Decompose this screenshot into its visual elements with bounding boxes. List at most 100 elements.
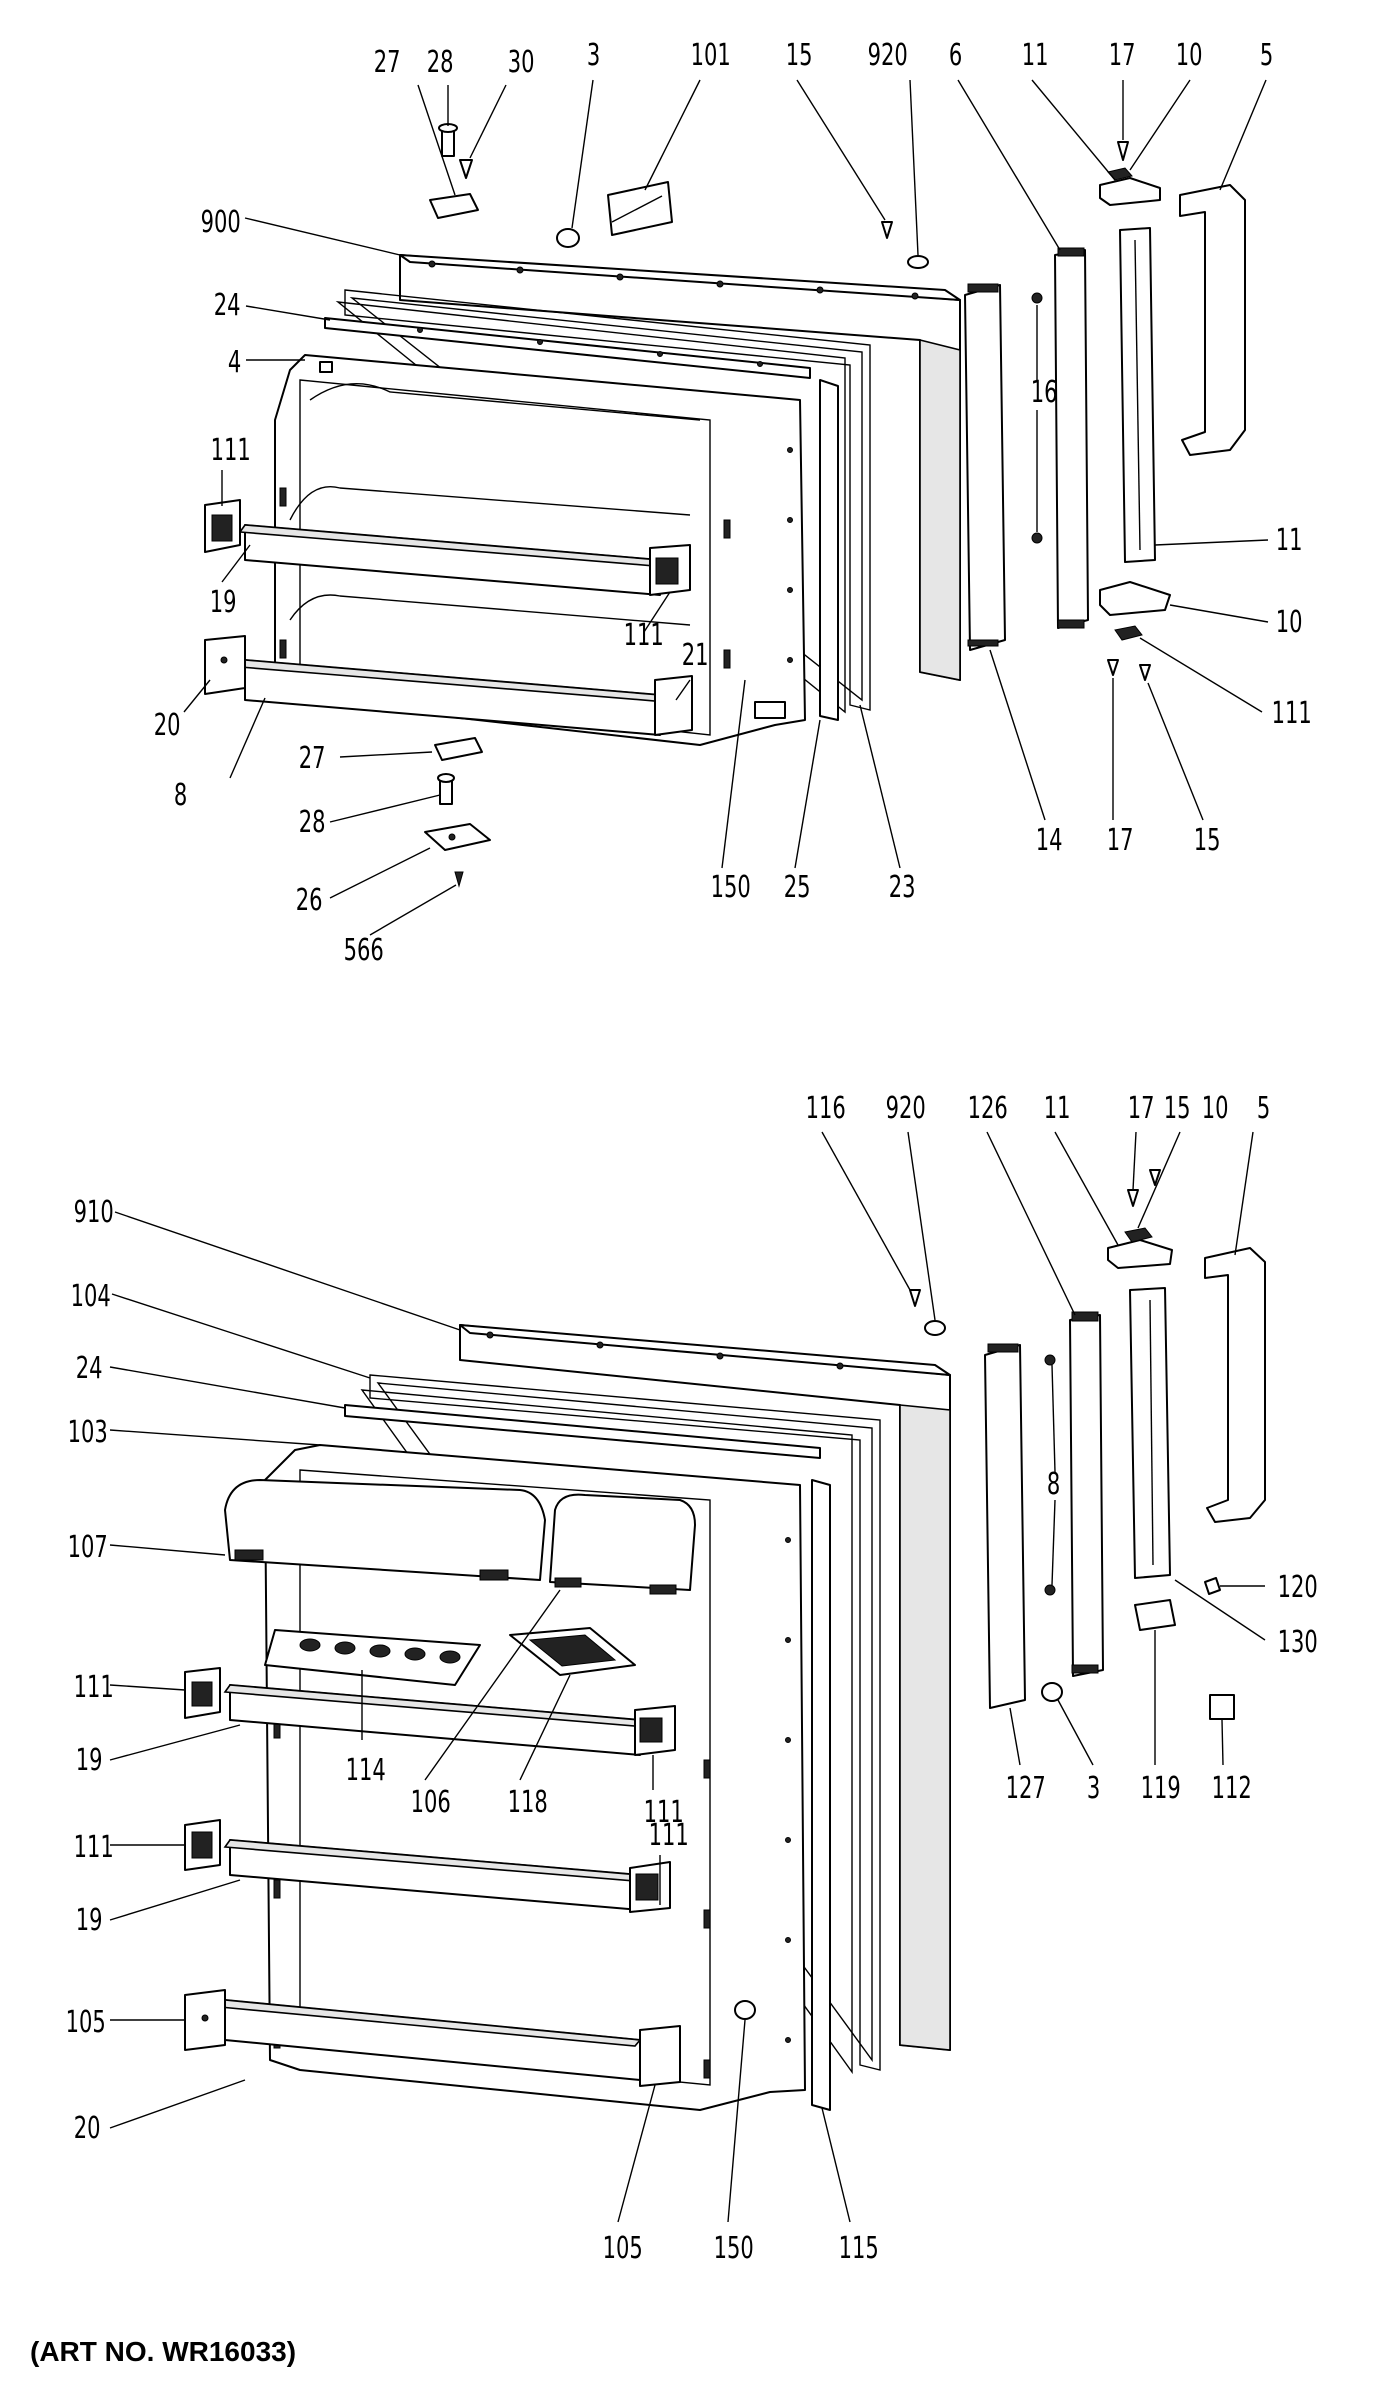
callout-label: 28 xyxy=(299,805,326,840)
freezer-callout-labels: 27 28 30 3 101 15 920 6 11 17 10 5 900 2… xyxy=(154,38,1312,968)
badge-101 xyxy=(607,181,673,236)
hinge-bracket-6 xyxy=(1054,247,1089,629)
callout-label: 8 xyxy=(174,778,187,813)
shelf-end-111-b xyxy=(634,1705,676,1756)
callout-label: 150 xyxy=(711,870,751,905)
hinge-cap-11-bottom xyxy=(1099,581,1171,616)
callout-label: 20 xyxy=(154,708,181,743)
screw-28-top xyxy=(438,123,458,157)
screw-15-top xyxy=(881,221,893,239)
callout-label: 127 xyxy=(1006,1771,1046,1806)
trim-127 xyxy=(984,1343,1026,1709)
clip-112 xyxy=(1209,1694,1235,1720)
callout-label: 15 xyxy=(1194,823,1221,858)
screws-8-lower xyxy=(1044,1354,1056,1596)
callout-label: 150 xyxy=(714,2231,754,2266)
callout-label: 14 xyxy=(1036,823,1063,858)
callout-label: 4 xyxy=(228,345,241,380)
callout-label: 105 xyxy=(66,2005,106,2040)
callout-label: 15 xyxy=(786,38,813,73)
washer-10-bottom xyxy=(1114,625,1143,641)
shelf-end-111-right xyxy=(649,544,691,596)
callout-label: 25 xyxy=(784,870,811,905)
callout-label: 130 xyxy=(1278,1625,1318,1660)
callout-label: 111 xyxy=(211,433,251,468)
screw-30 xyxy=(459,159,473,179)
callout-label: 101 xyxy=(691,38,731,73)
screw-15-bottom xyxy=(1139,664,1151,681)
callout-label: 111 xyxy=(74,1830,114,1865)
callout-label: 566 xyxy=(344,933,384,968)
plug-150-lower xyxy=(734,2000,756,2020)
callout-label: 10 xyxy=(1276,605,1303,640)
callout-label: 115 xyxy=(839,2231,879,2266)
door-shelf-bar-19 xyxy=(238,524,662,596)
callout-label: 8 xyxy=(1047,1467,1060,1502)
art-number-caption: (ART NO. WR16033) xyxy=(30,2336,297,2367)
callout-label: 111 xyxy=(624,618,664,653)
screw-17-top xyxy=(1117,141,1129,161)
freezer-door-assembly xyxy=(204,123,1246,888)
callout-label: 11 xyxy=(1022,38,1049,73)
door-stop-27-top xyxy=(429,193,479,219)
shelf-end-111-c xyxy=(184,1819,221,1871)
callout-label: 10 xyxy=(1176,38,1203,73)
dairy-compartment-door-107 xyxy=(224,1479,546,1581)
callout-label: 15 xyxy=(1164,1091,1191,1126)
callout-label: 28 xyxy=(427,45,454,80)
handle-trim-130 xyxy=(1129,1287,1171,1579)
handle-trim-16 xyxy=(1119,227,1156,563)
callout-label: 920 xyxy=(886,1091,926,1126)
door-stop-27-bottom xyxy=(434,737,483,761)
callout-label: 23 xyxy=(889,870,916,905)
fresh-food-door-assembly xyxy=(184,1169,1266,2111)
washer-10-lower xyxy=(1124,1227,1153,1243)
breaker-strip-24 xyxy=(324,317,811,379)
breaker-strip-25 xyxy=(819,379,839,721)
callout-label: 118 xyxy=(508,1785,548,1820)
egg-tray-114 xyxy=(264,1629,481,1686)
callout-label: 20 xyxy=(74,2111,101,2146)
screws-8 xyxy=(1031,292,1043,544)
screw-17-lower xyxy=(1127,1189,1139,1207)
shelf-end-21-left xyxy=(204,635,246,695)
shelf-end-111-a xyxy=(184,1667,221,1719)
fresh-food-callout-labels: 116 920 126 11 17 15 10 5 910 104 24 103… xyxy=(66,1091,1318,2266)
screw-116 xyxy=(909,1289,921,1307)
callout-label: 106 xyxy=(411,1785,451,1820)
callout-label: 120 xyxy=(1278,1570,1318,1605)
callout-label: 24 xyxy=(214,288,241,323)
callout-label: 910 xyxy=(74,1195,114,1230)
callout-label: 105 xyxy=(603,2231,643,2266)
callout-label: 5 xyxy=(1257,1091,1270,1126)
hinge-cap-11-top xyxy=(1099,177,1161,206)
shelf-end-111-left xyxy=(204,499,241,553)
callout-label: 30 xyxy=(508,45,535,80)
trim-14 xyxy=(964,283,1006,651)
plug-3-lower xyxy=(1041,1682,1063,1702)
screw-28-bottom xyxy=(437,773,455,805)
callout-label: 26 xyxy=(296,883,323,918)
hinge-pin-plate-26 xyxy=(424,823,491,851)
shelf-end-105-right xyxy=(639,2025,681,2087)
callout-label: 11 xyxy=(1044,1091,1071,1126)
callout-label: 17 xyxy=(1128,1091,1155,1126)
callout-leaders xyxy=(109,79,1269,2223)
breaker-strip-115 xyxy=(811,1479,831,2111)
callout-label: 21 xyxy=(682,638,709,673)
callout-label: 24 xyxy=(76,1351,103,1386)
callout-label: 104 xyxy=(71,1279,111,1314)
callout-label: 6 xyxy=(949,38,962,73)
screw-15-lower xyxy=(1149,1169,1161,1186)
callout-label: 107 xyxy=(68,1530,108,1565)
callout-label: 111 xyxy=(1272,696,1312,731)
outer-door-panel-900 xyxy=(399,254,961,681)
callout-label: 10 xyxy=(1202,1091,1229,1126)
screw-17-bottom xyxy=(1107,659,1119,676)
plug-920-lower xyxy=(924,1320,946,1336)
shelf-end-105-left xyxy=(184,1989,226,2051)
screw-566 xyxy=(454,871,464,888)
callout-label: 19 xyxy=(76,1743,103,1778)
callout-label: 111 xyxy=(74,1670,114,1705)
breaker-strip-24-lower xyxy=(344,1404,821,1459)
